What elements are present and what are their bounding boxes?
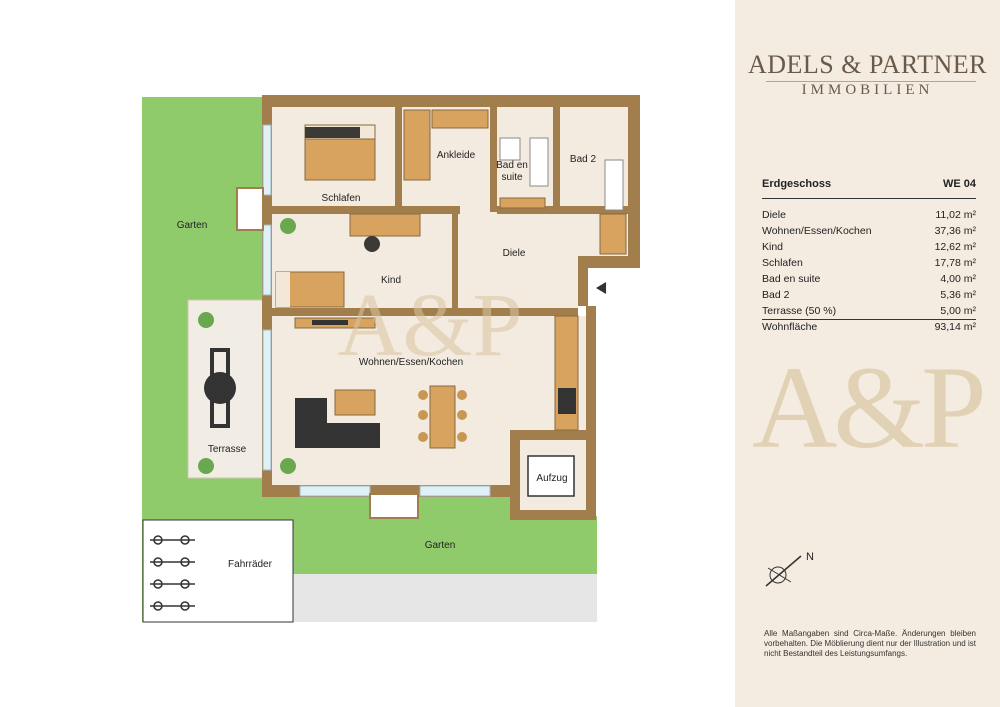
area-row-label: Terrasse (50 %) xyxy=(762,305,837,317)
label-garten-south: Garten xyxy=(425,540,456,551)
label-ankleide: Ankleide xyxy=(437,150,476,161)
dining-table xyxy=(429,385,456,449)
area-row-label: Bad 2 xyxy=(762,289,790,301)
inner-walls xyxy=(272,107,628,316)
area-row: Wohnen/Essen/Kochen 37,36 m² xyxy=(762,225,976,237)
area-row-value: 5,36 m² xyxy=(940,289,976,301)
label-fahrraeder: Fahrräder xyxy=(228,559,273,570)
disclaimer: Alle Maßangaben sind Circa-Maße. Änderun… xyxy=(764,629,976,658)
label-bad-2: Bad 2 xyxy=(570,154,597,165)
area-row-value: 5,00 m² xyxy=(940,305,976,317)
brand-divider xyxy=(766,81,976,82)
bike-area xyxy=(142,519,294,623)
floor-plan: A&P Garten Garten Schlafen Ankleide Bad … xyxy=(142,95,640,623)
windows xyxy=(262,124,491,497)
entrance-arrow-icon xyxy=(596,282,606,294)
area-row-label: Wohnen/Essen/Kochen xyxy=(762,225,872,237)
wardrobe xyxy=(403,109,431,181)
area-row-label: Bad en suite xyxy=(762,273,821,285)
brand-subtitle: IMMOBILIEN xyxy=(801,82,934,98)
coffee-table xyxy=(334,389,376,416)
label-wohnen: Wohnen/Essen/Kochen xyxy=(359,357,463,368)
plan-watermark: A&P xyxy=(337,276,522,375)
area-row-value: 17,78 m² xyxy=(934,257,976,269)
label-bad-en-suite-1: Bad en xyxy=(496,160,528,171)
label-kind: Kind xyxy=(381,275,401,286)
area-row: Kind 12,62 m² xyxy=(762,241,976,253)
area-row: Diele 11,02 m² xyxy=(762,209,976,221)
compass-label: N xyxy=(806,551,814,563)
floor-label: Erdgeschoss xyxy=(762,178,832,190)
area-row-value: 12,62 m² xyxy=(934,241,976,253)
area-row-label: Diele xyxy=(762,209,786,221)
area-row-value: 4,00 m² xyxy=(940,273,976,285)
area-row: Schlafen 17,78 m² xyxy=(762,257,976,269)
label-garten-west: Garten xyxy=(177,220,208,231)
area-row-label: Schlafen xyxy=(762,257,803,269)
unit-label: WE 04 xyxy=(942,178,976,190)
bicycle-icons xyxy=(150,535,195,611)
elevator xyxy=(527,455,575,497)
brand-name: ADELS & PARTNER xyxy=(747,50,987,79)
sidebar-logo: A&P xyxy=(752,342,987,473)
area-row-label: Kind xyxy=(762,241,784,253)
label-bad-en-suite-2: suite xyxy=(501,172,523,183)
path xyxy=(293,574,597,622)
compass-icon: N xyxy=(765,551,814,587)
area-row: Terrasse (50 %) 5,00 m² xyxy=(762,305,976,317)
area-row-value: 11,02 m² xyxy=(935,209,976,221)
area-row: Bad en suite 4,00 m² xyxy=(762,273,976,285)
label-diele: Diele xyxy=(503,248,526,259)
area-row-value: 37,36 m² xyxy=(934,225,976,237)
label-terrasse: Terrasse xyxy=(208,444,247,455)
area-row: Bad 2 5,36 m² xyxy=(762,289,976,301)
table-rule-total xyxy=(762,319,976,320)
area-row-label: Wohnfläche xyxy=(762,321,818,333)
label-aufzug: Aufzug xyxy=(536,473,567,484)
table-header: Erdgeschoss WE 04 xyxy=(762,178,976,190)
area-row: Wohnfläche 93,14 m² xyxy=(762,321,976,333)
plant-kid xyxy=(280,218,296,234)
area-row-value: 93,14 m² xyxy=(934,321,976,333)
table-rule-top xyxy=(762,198,976,199)
info-sidebar: ADELS & PARTNER IMMOBILIEN Erdgeschoss W… xyxy=(735,0,1000,707)
label-schlafen: Schlafen xyxy=(322,193,361,204)
terrace-table xyxy=(204,372,236,404)
